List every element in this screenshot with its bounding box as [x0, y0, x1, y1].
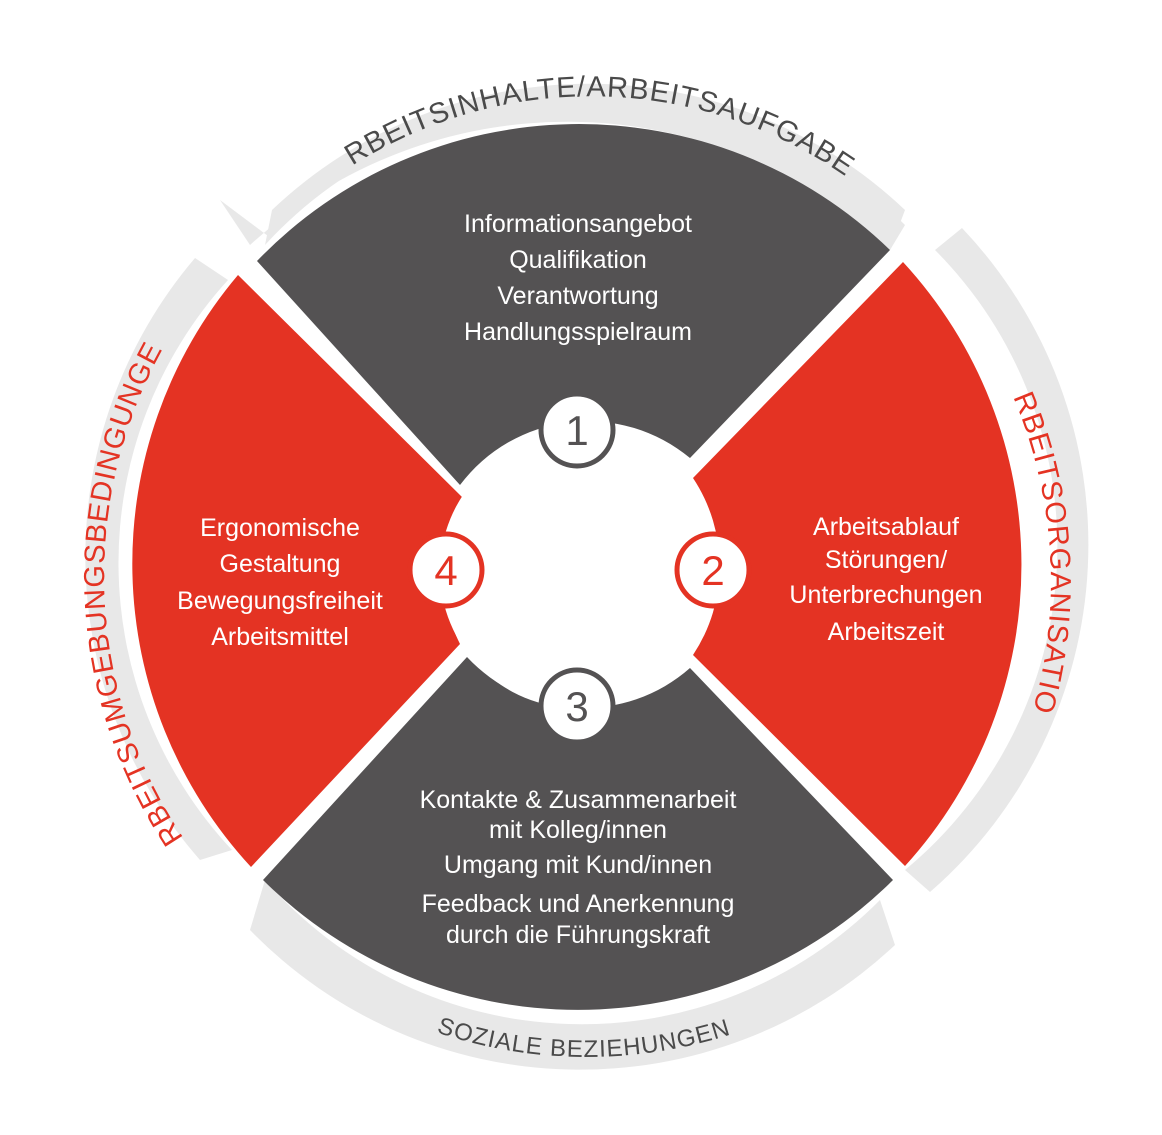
segment-bottom-line: Kontakte & Zusammenarbeit — [420, 786, 737, 814]
badge-2: 2 — [674, 531, 752, 609]
ring-arrow-bottom — [250, 880, 895, 1070]
segment-left-line: Gestaltung — [220, 550, 341, 578]
segment-left — [132, 275, 463, 867]
badge-3-circle — [538, 667, 616, 745]
segment-right-text: Arbeitsablauf Störungen/ Unterbrechungen… — [789, 513, 982, 646]
segment-bottom-text: Kontakte & Zusammenarbeit mit Kolleg/inn… — [420, 786, 737, 949]
segment-bottom-line: durch die Führungskraft — [446, 921, 710, 949]
badge-3-number: 3 — [565, 683, 588, 730]
outer-ring — [85, 83, 1089, 1070]
segment-bottom-line: Feedback und Anerkennung — [422, 890, 735, 918]
segment-bottom-line: mit Kolleg/innen — [489, 816, 667, 844]
ring-arrow-right — [905, 228, 1089, 892]
segment-left-line: Arbeitsmittel — [211, 623, 349, 651]
segment-right-line: Arbeitsablauf — [813, 513, 959, 541]
badge-1: 1 — [538, 391, 616, 469]
segments — [132, 124, 1022, 1010]
badge-3: 3 — [538, 667, 616, 745]
segment-top-line: Verantwortung — [497, 282, 658, 310]
segment-left-text: Ergonomische Gestaltung Bewegungsfreihei… — [177, 514, 383, 651]
badge-4-circle — [407, 531, 485, 609]
segment-right-line: Unterbrechungen — [789, 581, 982, 609]
segment-top — [257, 124, 890, 485]
badge-1-number: 1 — [565, 407, 588, 454]
badge-4-number: 4 — [434, 547, 457, 594]
segment-bottom-line: Umgang mit Kund/innen — [444, 851, 712, 879]
segment-top-line: Handlungsspielraum — [464, 318, 692, 346]
segment-top-line: Qualifikation — [509, 246, 647, 274]
segment-right — [693, 262, 1022, 866]
segment-left-line: Ergonomische — [200, 514, 360, 542]
ring-arrow-left — [85, 258, 232, 860]
ring-arrow-top-body — [265, 83, 905, 250]
segment-right-line: Störungen/ — [825, 546, 947, 574]
center-disc — [440, 434, 714, 708]
badge-2-number: 2 — [701, 547, 724, 594]
segment-left-line: Bewegungsfreiheit — [177, 587, 383, 615]
segment-right-line: Arbeitszeit — [828, 618, 945, 646]
segment-top-text: Informationsangebot Qualifikation Verant… — [464, 210, 692, 346]
segment-top-line: Informationsangebot — [464, 210, 692, 238]
badge-4: 4 — [407, 531, 485, 609]
segment-bottom — [263, 657, 893, 1010]
badge-1-circle — [538, 391, 616, 469]
badge-2-circle — [674, 531, 752, 609]
